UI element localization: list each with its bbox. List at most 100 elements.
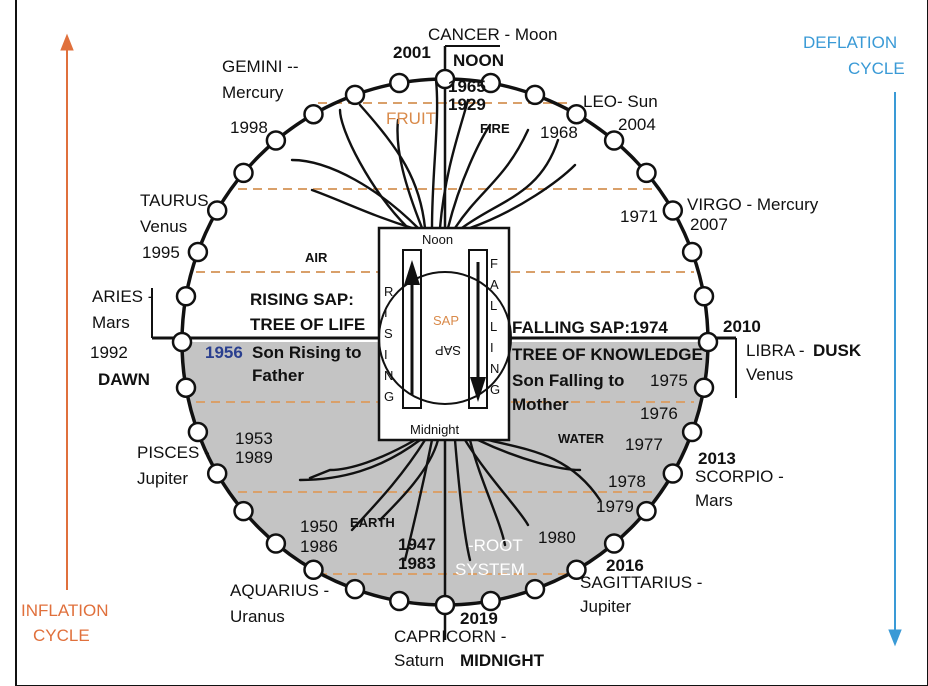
year-1950: 1950: [300, 517, 338, 536]
ring-marker: [681, 421, 703, 443]
year-1971: 1971: [620, 207, 658, 226]
year-1995: 1995: [142, 243, 180, 262]
year-2019: 2019: [460, 609, 498, 628]
column-letter: F: [490, 256, 498, 271]
taurus-label: TAURUS -: [140, 191, 219, 210]
ring-marker: [344, 578, 366, 600]
ring-marker: [389, 72, 410, 94]
center-noon: Noon: [422, 232, 453, 247]
ring-marker: [389, 590, 410, 612]
ring-marker: [662, 200, 684, 221]
fire-label: FIRE: [480, 121, 510, 136]
ring-marker: [233, 500, 254, 522]
column-letter: L: [490, 319, 497, 334]
ring-marker: [187, 241, 209, 263]
year-2016: 2016: [606, 556, 644, 575]
sagittarius-planet: Jupiter: [580, 597, 631, 616]
year-1980: 1980: [538, 528, 576, 547]
falling-arrow-head: [470, 377, 486, 402]
ring-marker: [697, 331, 719, 353]
year-1929: 1929: [448, 95, 486, 114]
ring-marker: [480, 590, 501, 612]
gemini-label: GEMINI --: [222, 57, 299, 76]
year-1986: 1986: [300, 537, 338, 556]
ring-marker: [480, 72, 501, 94]
rising-caption-2: TREE OF LIFE: [250, 315, 365, 334]
noon-label: NOON: [453, 51, 504, 70]
falling-caption-1: FALLING SAP:1974: [512, 318, 668, 337]
capricorn-label: CAPRICORN -: [394, 627, 506, 646]
dawn-label: DAWN: [98, 370, 150, 389]
inflation-label-1: INFLATION: [21, 601, 109, 620]
ring-marker: [171, 331, 193, 353]
inflation-arrow-head: [60, 33, 74, 51]
son-falling-2: Mother: [512, 395, 569, 414]
horizon-ticks: [151, 288, 737, 398]
leo-label: LEO- Sun: [583, 92, 658, 111]
year-1992: 1992: [90, 343, 128, 362]
air-label: AIR: [305, 250, 328, 265]
tree-branches: [290, 78, 577, 230]
cancer-label: CANCER - Moon: [428, 25, 557, 44]
falling-letters: FALLING: [490, 256, 500, 397]
earth-label: EARTH: [350, 515, 395, 530]
year-2013: 2013: [698, 449, 736, 468]
ring-marker: [175, 377, 197, 398]
column-letter: N: [384, 368, 393, 383]
year-1956: 1956: [205, 343, 243, 362]
ring-marker: [344, 84, 366, 106]
son-rising-2: Father: [252, 366, 304, 385]
midnight-label: MIDNIGHT: [460, 651, 545, 670]
ring-marker: [265, 130, 287, 151]
column-letter: N: [490, 361, 499, 376]
column-letter: I: [384, 305, 388, 320]
column-letter: I: [490, 340, 494, 355]
root-label-2: SYSTEM: [455, 560, 525, 579]
virgo-label: VIRGO - Mercury: [687, 195, 819, 214]
deflation-label-2: CYCLE: [848, 59, 905, 78]
rising-column: [402, 249, 422, 409]
ring-marker: [206, 463, 228, 484]
ring-marker: [434, 594, 456, 616]
root-label-1: -ROOT: [468, 536, 523, 555]
ring-marker: [566, 559, 587, 581]
falling-caption-2: TREE OF KNOWLEDGE: [512, 345, 703, 364]
ring-marker: [681, 241, 703, 263]
frame: [15, 0, 928, 686]
scorpio-label: SCORPIO -: [695, 467, 784, 486]
aquarius-planet: Uranus: [230, 607, 285, 626]
leo-year: 2004: [618, 115, 656, 134]
ring-marker: [303, 559, 324, 581]
ring-marker: [636, 162, 657, 184]
taurus-planet: Venus: [140, 217, 187, 236]
virgo-year: 2007: [690, 215, 728, 234]
year-2010: 2010: [723, 317, 761, 336]
year-1979: 1979: [596, 497, 634, 516]
column-letter: L: [490, 298, 497, 313]
tree-roots: [298, 438, 602, 562]
ring-marker: [566, 103, 587, 125]
ring-marker: [603, 130, 625, 151]
capricorn-planet: Saturn: [394, 651, 444, 670]
fruit-label: FRUIT: [386, 109, 436, 128]
ring-marker: [603, 533, 625, 554]
year-1977: 1977: [625, 435, 663, 454]
year-1976: 1976: [640, 404, 678, 423]
year-1968: 1968: [540, 123, 578, 142]
column-letter: I: [384, 347, 388, 362]
libra-planet: Venus: [746, 365, 793, 384]
pisces-label: PISCES -: [137, 443, 210, 462]
ring-marker: [693, 286, 715, 307]
scorpio-planet: Mars: [695, 491, 733, 510]
ring-marker: [187, 421, 209, 443]
year-2001: 2001: [393, 43, 431, 62]
falling-column: [468, 249, 488, 409]
column-letter: A: [490, 277, 499, 292]
ring-marker: [524, 84, 546, 106]
year-1953: 1953: [235, 429, 273, 448]
dusk-label: DUSK: [813, 341, 862, 360]
aquarius-label: AQUARIUS -: [230, 581, 329, 600]
son-rising-1: Son Rising to: [252, 343, 362, 362]
